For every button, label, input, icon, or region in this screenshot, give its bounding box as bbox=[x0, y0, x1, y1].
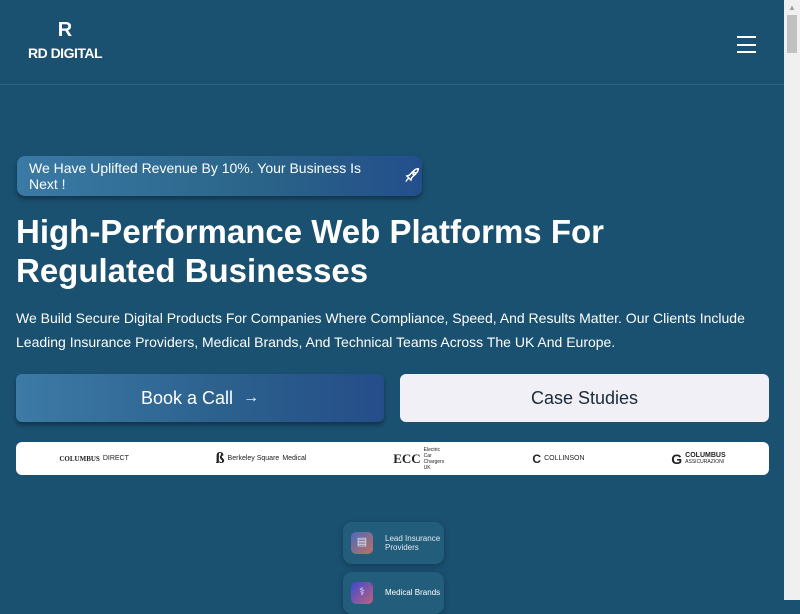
case-studies-button[interactable]: Case Studies bbox=[400, 374, 769, 422]
client-sub: DIRECT bbox=[102, 455, 129, 462]
logo[interactable]: R RD DIGITAL bbox=[24, 20, 106, 61]
client-sub: Medical bbox=[282, 455, 307, 462]
client-name: ECC bbox=[393, 450, 421, 466]
logo-mark: R bbox=[57, 19, 73, 41]
scroll-up-icon[interactable]: ▲ bbox=[788, 3, 796, 12]
feature-card: ⚕ Medical Brands bbox=[343, 572, 444, 614]
feature-card: ▤ Lead Insurance Providers bbox=[343, 522, 444, 564]
client-name: Berkeley Square bbox=[227, 455, 280, 462]
card-label: Medical Brands bbox=[385, 588, 441, 598]
book-call-label: Book a Call bbox=[140, 387, 234, 408]
book-call-button[interactable]: Book a Call → bbox=[16, 374, 384, 422]
hero-description: We Build Secure Digital Products For Com… bbox=[16, 310, 745, 350]
hamburger-icon[interactable] bbox=[737, 36, 756, 53]
stethoscope-icon: ⚕ bbox=[351, 582, 373, 604]
page-title: High-Performance Web Platforms For Regul… bbox=[16, 213, 604, 289]
scrollbar-thumb[interactable] bbox=[787, 15, 797, 53]
scrollbar[interactable]: ▲ bbox=[784, 0, 800, 600]
header: R RD DIGITAL bbox=[0, 0, 784, 85]
rocket-icon bbox=[405, 167, 420, 182]
revenue-badge: We Have Uplifted Revenue By 10%. Your Bu… bbox=[17, 156, 422, 196]
case-studies-label: Case Studies bbox=[530, 387, 639, 408]
client-sub: Electric Car Chargers UK bbox=[423, 446, 445, 471]
document-icon: ▤ bbox=[351, 532, 373, 554]
arrow-right-icon: → bbox=[243, 389, 260, 406]
logo-text: RD DIGITAL bbox=[27, 45, 103, 61]
client-name: COLLINSON bbox=[544, 455, 585, 462]
badge-text: We Have Uplifted Revenue By 10%. Your Bu… bbox=[29, 160, 362, 192]
client-name: COLUMBUS bbox=[685, 452, 726, 459]
client-name: COLUMBUS bbox=[59, 454, 100, 463]
card-label: Lead Insurance Providers bbox=[385, 533, 441, 553]
client-sub: ASSICURAZIONI bbox=[685, 459, 725, 465]
